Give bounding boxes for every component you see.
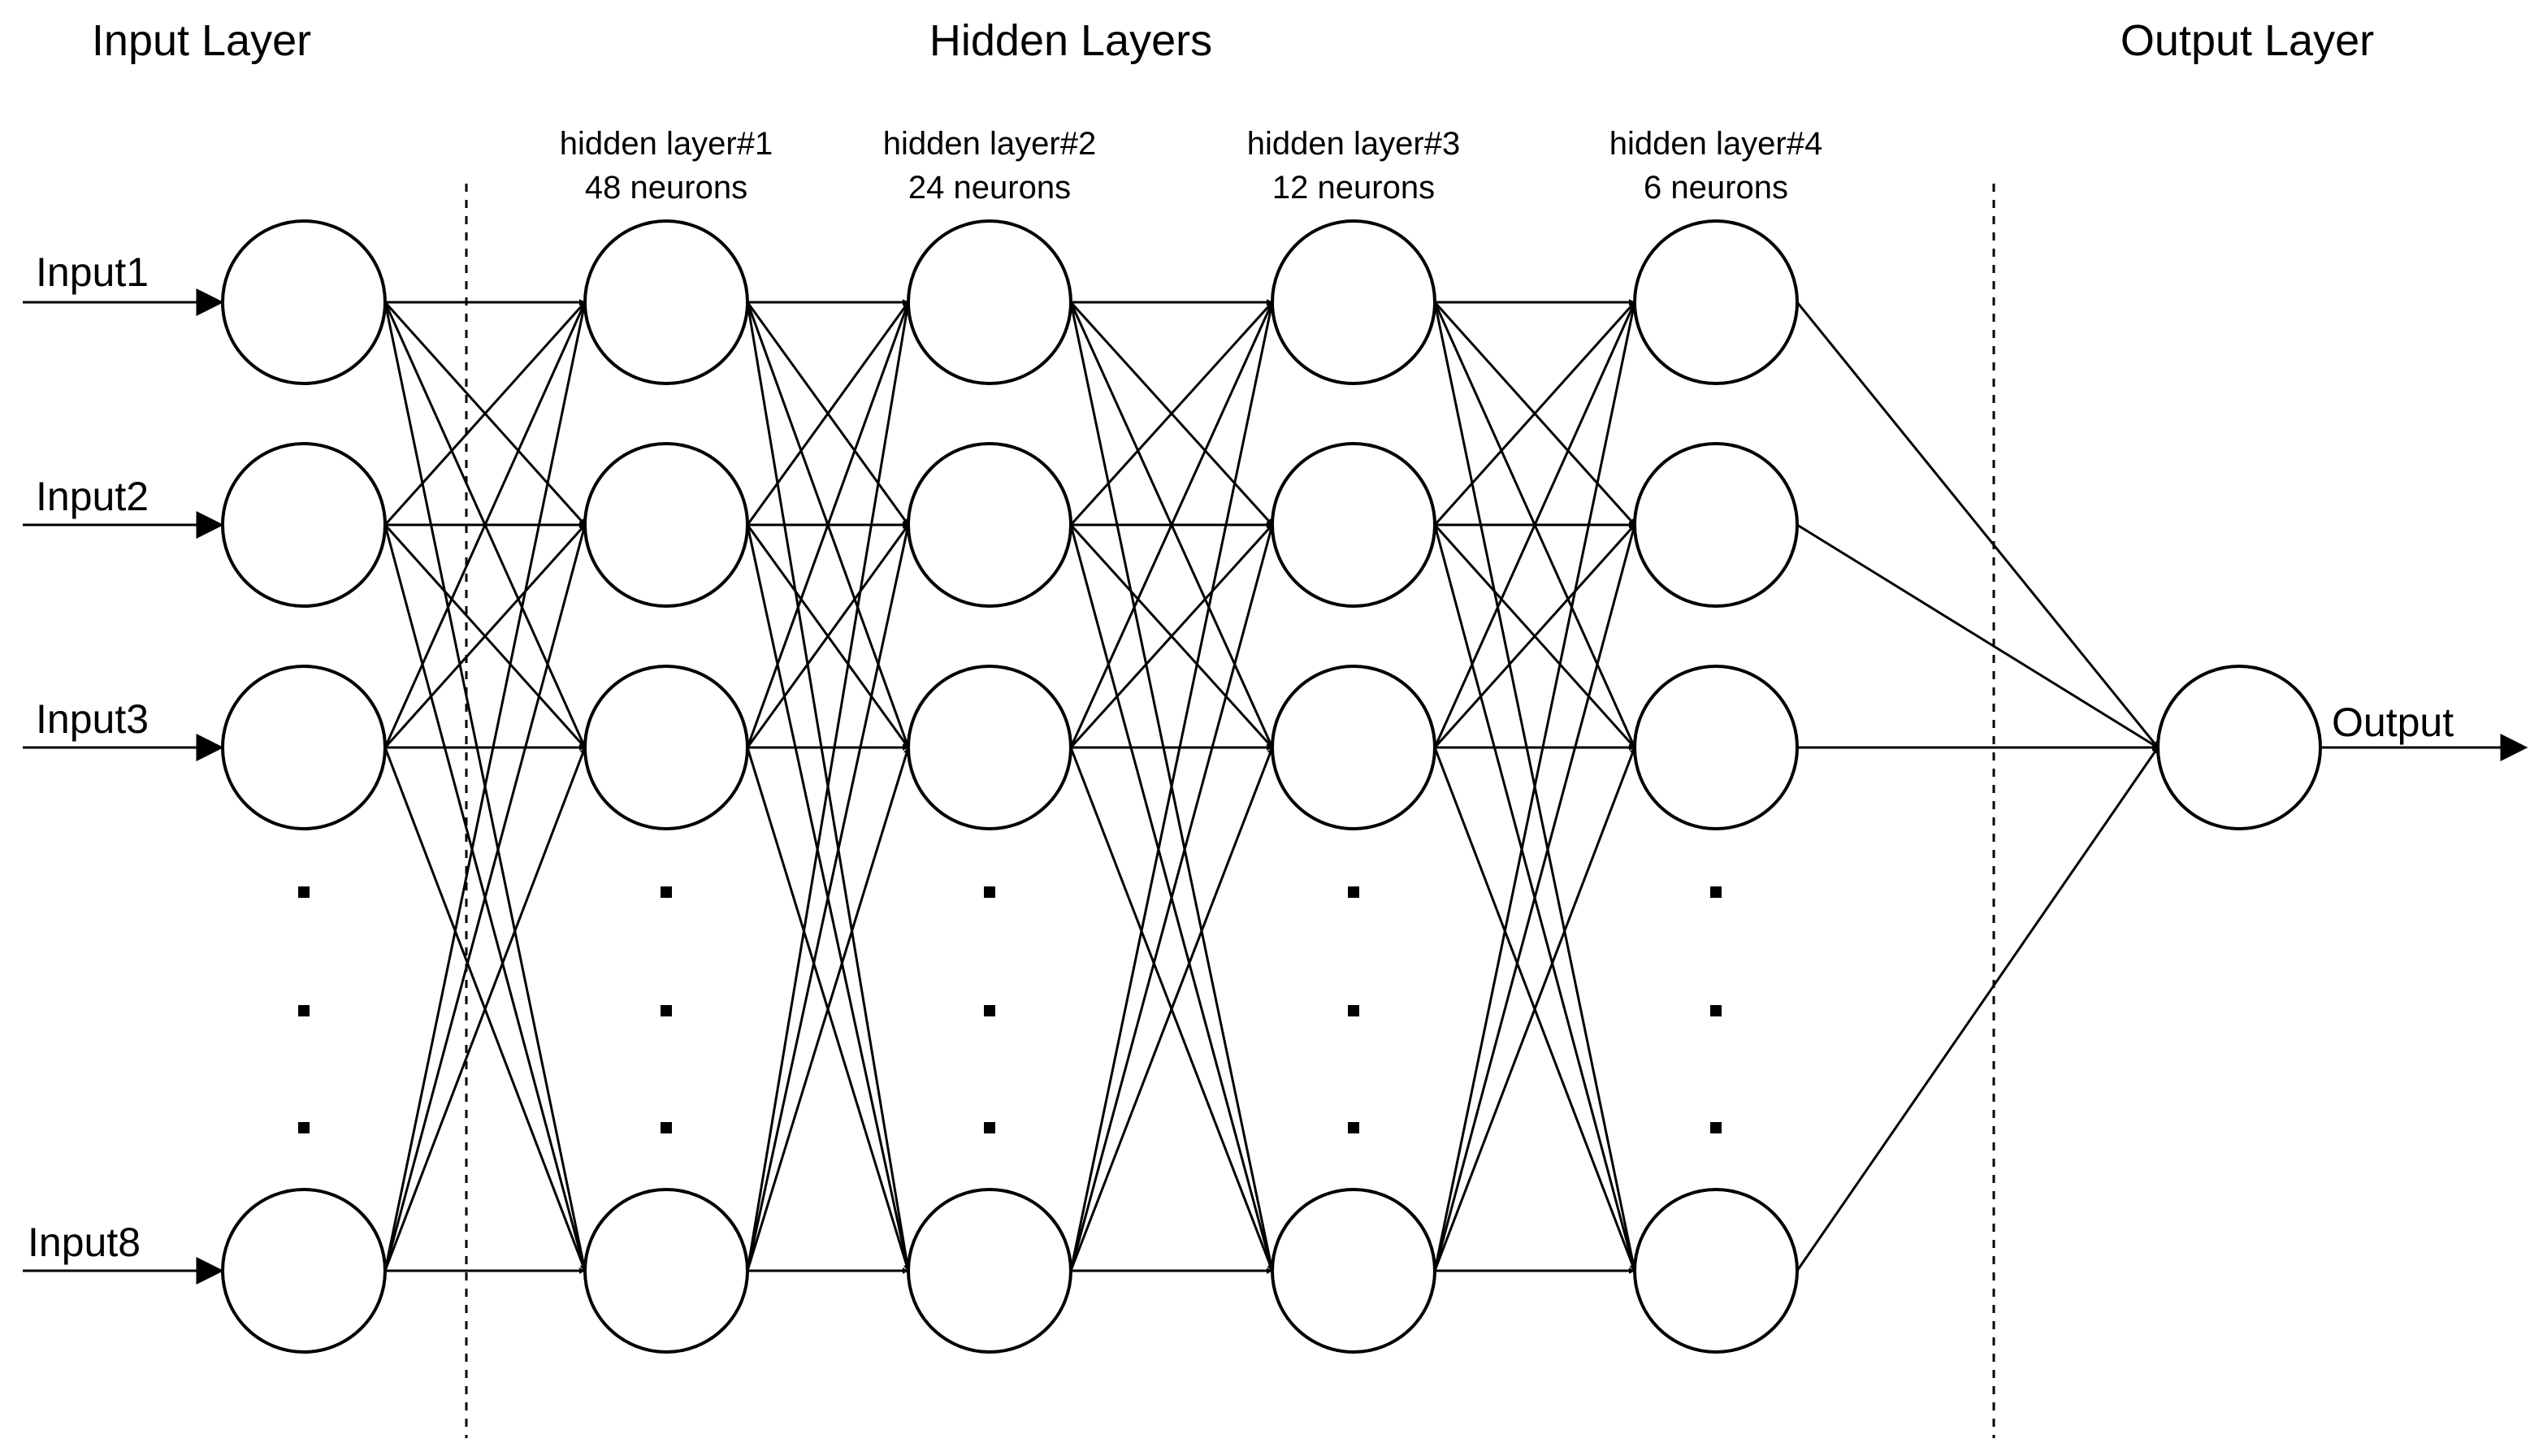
- connection-to-output-n1: [1796, 523, 2159, 749]
- ellipsis-dot-l4-2: [1710, 1122, 1722, 1133]
- connection-l1-n1-to-n0: [746, 301, 910, 526]
- connection-l0-n1-to-n0: [383, 301, 587, 526]
- hidden3-neuron-1: [1271, 442, 1436, 608]
- connection-l2-n2-to-n1: [1069, 523, 1274, 749]
- input-neuron-0: [221, 219, 387, 385]
- ellipsis-dot-l3-1: [1348, 1005, 1359, 1016]
- connection-to-output-n0: [1796, 301, 2160, 748]
- neurons: [221, 219, 2322, 1354]
- ellipsis-dots: [298, 886, 1722, 1133]
- ellipsis-dot-l2-1: [984, 1005, 995, 1016]
- ellipsis-dot-l1-0: [661, 886, 672, 898]
- hidden-layers-title: Hidden Layers: [929, 16, 1212, 65]
- connection-l0-n2-to-n1: [383, 523, 587, 749]
- connection-l3-n3-to-n2: [1433, 747, 1636, 1272]
- hidden-layer-3-name: hidden layer#3: [1247, 126, 1460, 162]
- input-layer-title: Input Layer: [92, 16, 311, 65]
- connection-l0-n2-to-n0: [383, 301, 587, 748]
- connection-l2-n3-to-n2: [1069, 747, 1274, 1272]
- connection-l1-n2-to-n1: [746, 524, 910, 748]
- connection-l3-n2-to-n0: [1433, 301, 1636, 748]
- hidden3-neuron-2: [1271, 665, 1436, 830]
- hidden1-neuron-1: [583, 442, 749, 608]
- connection-l0-n3-to-n0: [383, 301, 587, 1272]
- connection-l0-n3-to-n2: [383, 747, 587, 1272]
- hidden1-neuron-3: [583, 1188, 749, 1354]
- connection-l1-n2-to-n0: [746, 301, 910, 748]
- hidden1-neuron-0: [583, 219, 749, 385]
- input-neuron-3: [221, 1188, 387, 1354]
- hidden-layer-2-count: 24 neurons: [908, 170, 1071, 206]
- input-neuron-1: [221, 442, 387, 608]
- hidden3-neuron-0: [1271, 219, 1436, 385]
- hidden2-neuron-2: [907, 665, 1072, 830]
- input-neuron-2: [221, 665, 387, 830]
- connection-l3-n2-to-n1: [1433, 523, 1636, 749]
- ellipsis-dot-l4-0: [1710, 886, 1722, 898]
- ellipsis-dot-l1-2: [661, 1122, 672, 1133]
- ellipsis-dot-l0-0: [298, 886, 310, 898]
- ellipsis-dot-l1-1: [661, 1005, 672, 1016]
- hidden-layer-2-name: hidden layer#2: [883, 126, 1096, 162]
- connections: [383, 299, 2160, 1274]
- ellipsis-dot-l4-1: [1710, 1005, 1722, 1016]
- hidden4-neuron-3: [1633, 1188, 1799, 1354]
- ellipsis-dot-l0-1: [298, 1005, 310, 1016]
- hidden2-neuron-1: [907, 442, 1072, 608]
- connection-l2-n1-to-n0: [1069, 301, 1274, 526]
- hidden-layer-1-name: hidden layer#1: [560, 126, 773, 162]
- hidden4-neuron-0: [1633, 219, 1799, 385]
- hidden3-neuron-3: [1271, 1188, 1436, 1354]
- output-label: Output: [2332, 700, 2454, 745]
- connection-to-output-n3: [1796, 747, 2160, 1272]
- input3-label: Input3: [36, 696, 149, 742]
- connection-l2-n2-to-n0: [1069, 301, 1274, 748]
- hidden-layer-3-count: 12 neurons: [1272, 170, 1435, 206]
- connection-l1-n3-to-n2: [746, 747, 910, 1272]
- ellipsis-dot-l2-2: [984, 1122, 995, 1133]
- hidden4-neuron-2: [1633, 665, 1799, 830]
- input1-label: Input1: [36, 249, 149, 295]
- connection-l1-n3-to-n0: [746, 301, 911, 1272]
- output-layer-title: Output Layer: [2121, 16, 2374, 65]
- hidden-layer-1-count: 48 neurons: [585, 170, 747, 206]
- connection-l3-n1-to-n0: [1433, 301, 1636, 526]
- connection-l1-n3-to-n1: [746, 524, 911, 1272]
- hidden1-neuron-2: [583, 665, 749, 830]
- connection-l0-n3-to-n1: [383, 524, 587, 1272]
- hidden-layer-4-count: 6 neurons: [1644, 170, 1788, 206]
- hidden2-neuron-0: [907, 219, 1072, 385]
- hidden-layer-4-name: hidden layer#4: [1609, 126, 1822, 162]
- connection-l2-n3-to-n1: [1069, 524, 1274, 1272]
- connection-l3-n3-to-n1: [1433, 524, 1637, 1272]
- ellipsis-dot-l2-0: [984, 886, 995, 898]
- output-neuron: [2156, 665, 2322, 830]
- connection-l2-n3-to-n0: [1069, 301, 1275, 1272]
- ellipsis-dot-l3-2: [1348, 1122, 1359, 1133]
- input2-label: Input2: [36, 474, 149, 519]
- ellipsis-dot-l0-2: [298, 1122, 310, 1133]
- input8-label: Input8: [28, 1220, 141, 1265]
- ellipsis-dot-l3-0: [1348, 886, 1359, 898]
- hidden4-neuron-1: [1633, 442, 1799, 608]
- hidden2-neuron-3: [907, 1188, 1072, 1354]
- input-arrows: [23, 288, 224, 1285]
- connection-l3-n3-to-n0: [1433, 301, 1637, 1272]
